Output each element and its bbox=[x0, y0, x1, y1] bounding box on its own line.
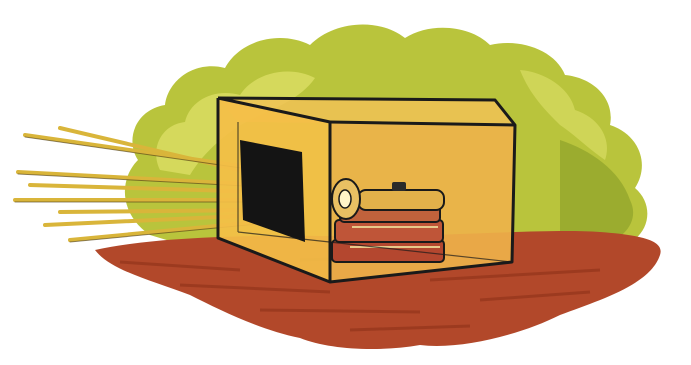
flashlight-switch bbox=[392, 182, 406, 191]
flashlight-body bbox=[358, 190, 444, 210]
flashlight-lens bbox=[339, 190, 351, 208]
glass-box bbox=[218, 98, 515, 282]
book-middle bbox=[335, 220, 443, 242]
book-bottom bbox=[332, 240, 444, 262]
